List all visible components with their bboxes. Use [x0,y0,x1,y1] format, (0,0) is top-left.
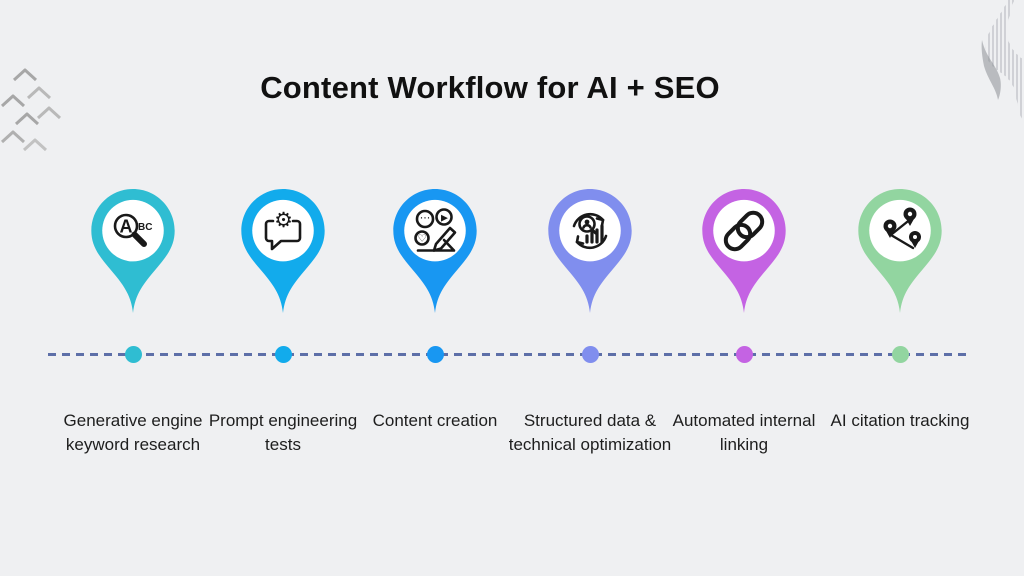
step-label: Structured data & technical optimization [508,411,672,454]
timeline-dot [426,346,444,363]
step-label: Automated internal linking [672,411,816,454]
page-title: Content Workflow for AI + SEO [260,70,720,105]
svg-text:♡: ♡ [418,234,427,245]
workflow-step: Structured data & technical optimization [500,183,680,513]
step-label: Content creation [372,411,498,430]
step-label: Generative engine keyword research [63,411,203,454]
prompt-engineering-icon: ⚙ [264,208,302,251]
workflow-step: ··· ▶ ♡ Content creation [345,183,525,513]
workflow-step: ⚙ Prompt engineering tests [193,183,373,513]
svg-text:▶: ▶ [441,214,448,224]
keyword-research-icon: A BC [113,213,152,247]
timeline-dot [891,346,909,363]
svg-text:BC: BC [138,222,152,233]
workflow-step: A BC Generative engine keyword research [43,183,223,513]
workflow-step: Automated internal linking [654,183,834,513]
step-label: AI citation tracking [830,411,970,430]
structured-data-icon [572,212,608,250]
timeline-line [48,353,972,356]
chain-link-icon [723,210,765,252]
timeline-dot [735,346,753,363]
timeline-dot [274,346,292,363]
map-pin [241,188,325,314]
chevron-pattern-decoration [0,68,62,152]
step-label: Prompt engineering tests [208,411,358,454]
content-creation-icon: ··· ▶ ♡ [414,208,457,252]
striped-wave-decoration [942,0,1024,124]
timeline-dot [124,346,142,363]
map-pin [91,188,175,314]
route-tracking-icon [883,207,921,250]
svg-text:···: ··· [420,212,431,225]
svg-text:⚙: ⚙ [274,208,293,232]
timeline-dot [581,346,599,363]
svg-text:A: A [120,217,133,237]
workflow-step: AI citation tracking [810,183,990,513]
